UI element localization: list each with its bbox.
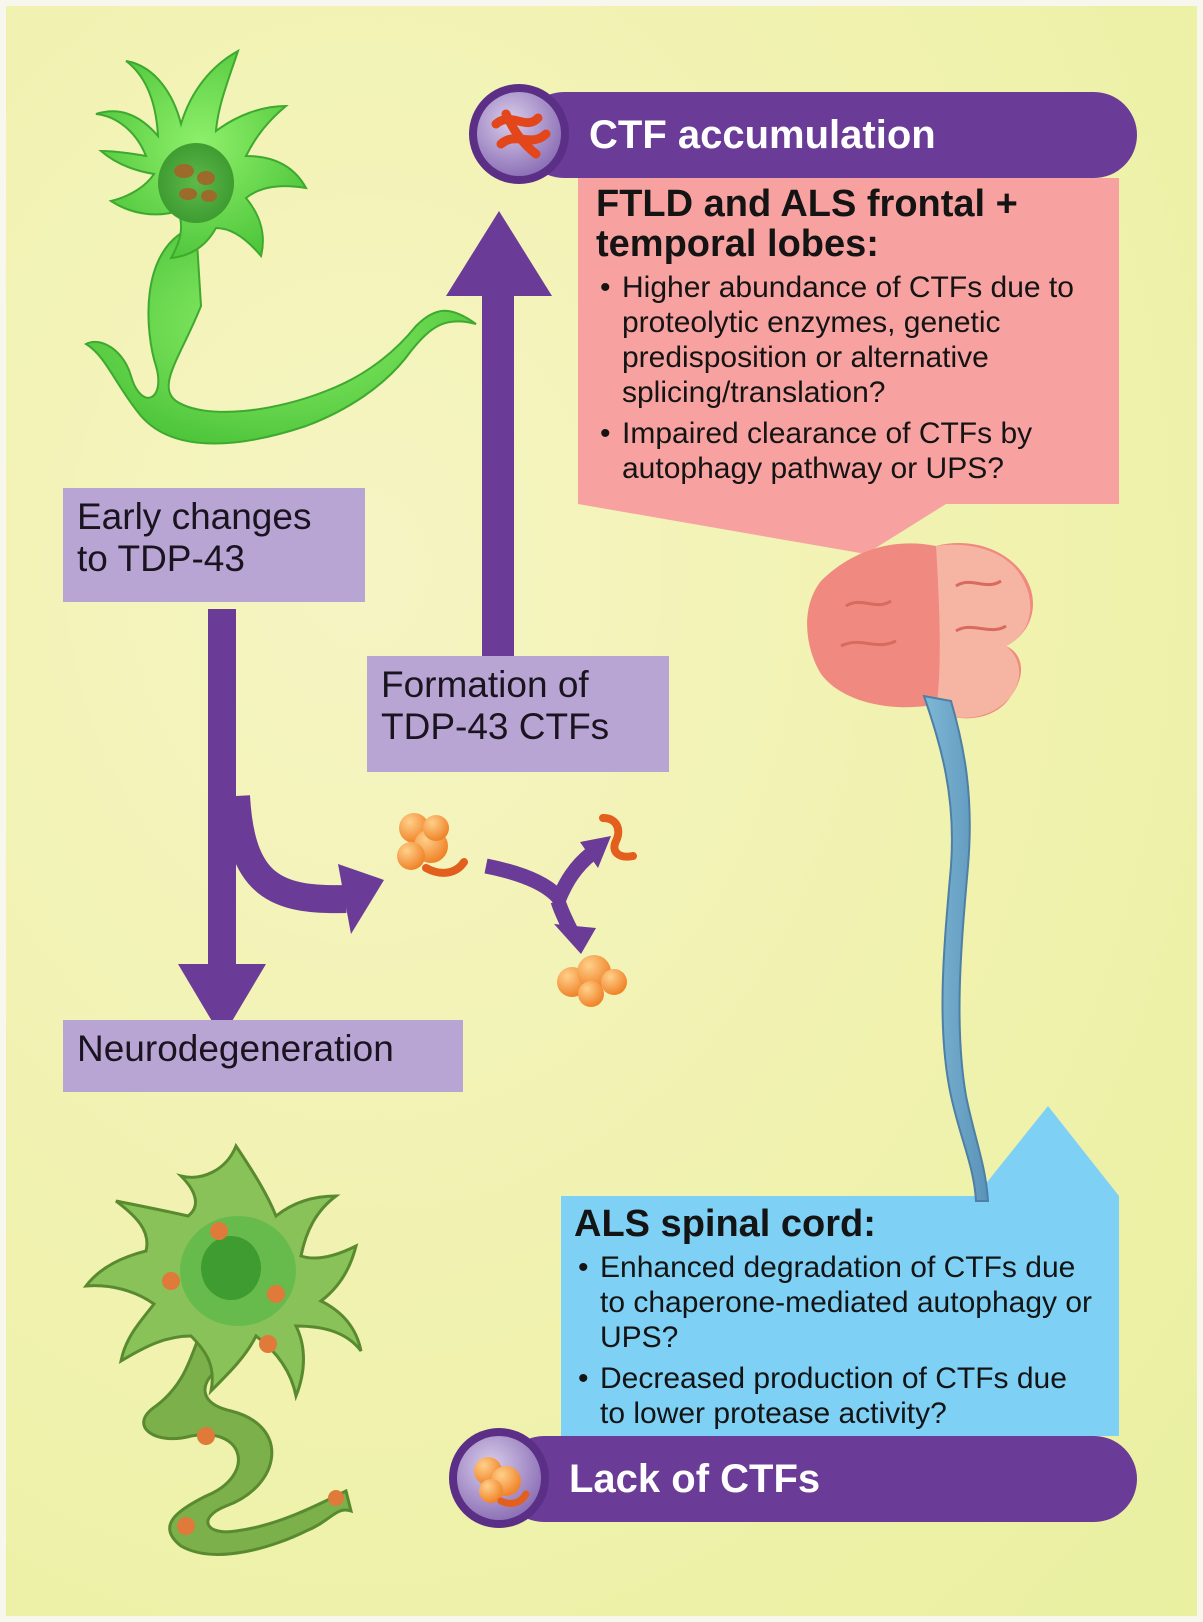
bottom-banner-title: Lack of CTFs [569,1457,821,1501]
bottom-banner [449,1428,1137,1528]
ftld-bullet-1: Higher abundance of CTFs due to proteoly… [596,270,1116,410]
top-banner-title: CTF accumulation [589,113,936,157]
protein-fragment-icon [557,814,637,1007]
ftld-panel: FTLD and ALS frontal + temporal lobes: H… [596,184,1116,492]
label-early-changes: Early changes to TDP-43 [63,488,365,602]
ctf-icon [474,1457,530,1507]
als-bullet-2: Decreased production of CTFs due to lowe… [574,1361,1099,1431]
brain-icon [807,543,1033,719]
figure-canvas: CTF accumulation Lack of CTFs Early chan… [6,6,1197,1616]
ftld-panel-list: Higher abundance of CTFs due to proteoly… [596,270,1116,486]
label-neurodegeneration: Neurodegeneration [63,1020,463,1092]
healthy-neuron-icon [83,48,477,445]
als-panel: ALS spinal cord: Enhanced degradation of… [574,1204,1099,1437]
spinal-cord-icon [922,694,990,1202]
degenerating-neuron-icon [82,1142,363,1556]
top-banner [469,84,1137,184]
arrows [178,211,611,1038]
als-panel-list: Enhanced degradation of CTFs due to chap… [574,1250,1099,1431]
label-formation-ctfs: Formation of TDP-43 CTFs [367,656,669,772]
ftld-panel-heading: FTLD and ALS frontal + temporal lobes: [596,183,1018,265]
ctf-accumulation-icon [491,109,551,159]
ctf-aggregate-icon [397,813,468,877]
ftld-bullet-2: Impaired clearance of CTFs by autophagy … [596,416,1116,486]
als-bullet-1: Enhanced degradation of CTFs due to chap… [574,1250,1099,1355]
als-panel-heading: ALS spinal cord: [574,1203,876,1245]
